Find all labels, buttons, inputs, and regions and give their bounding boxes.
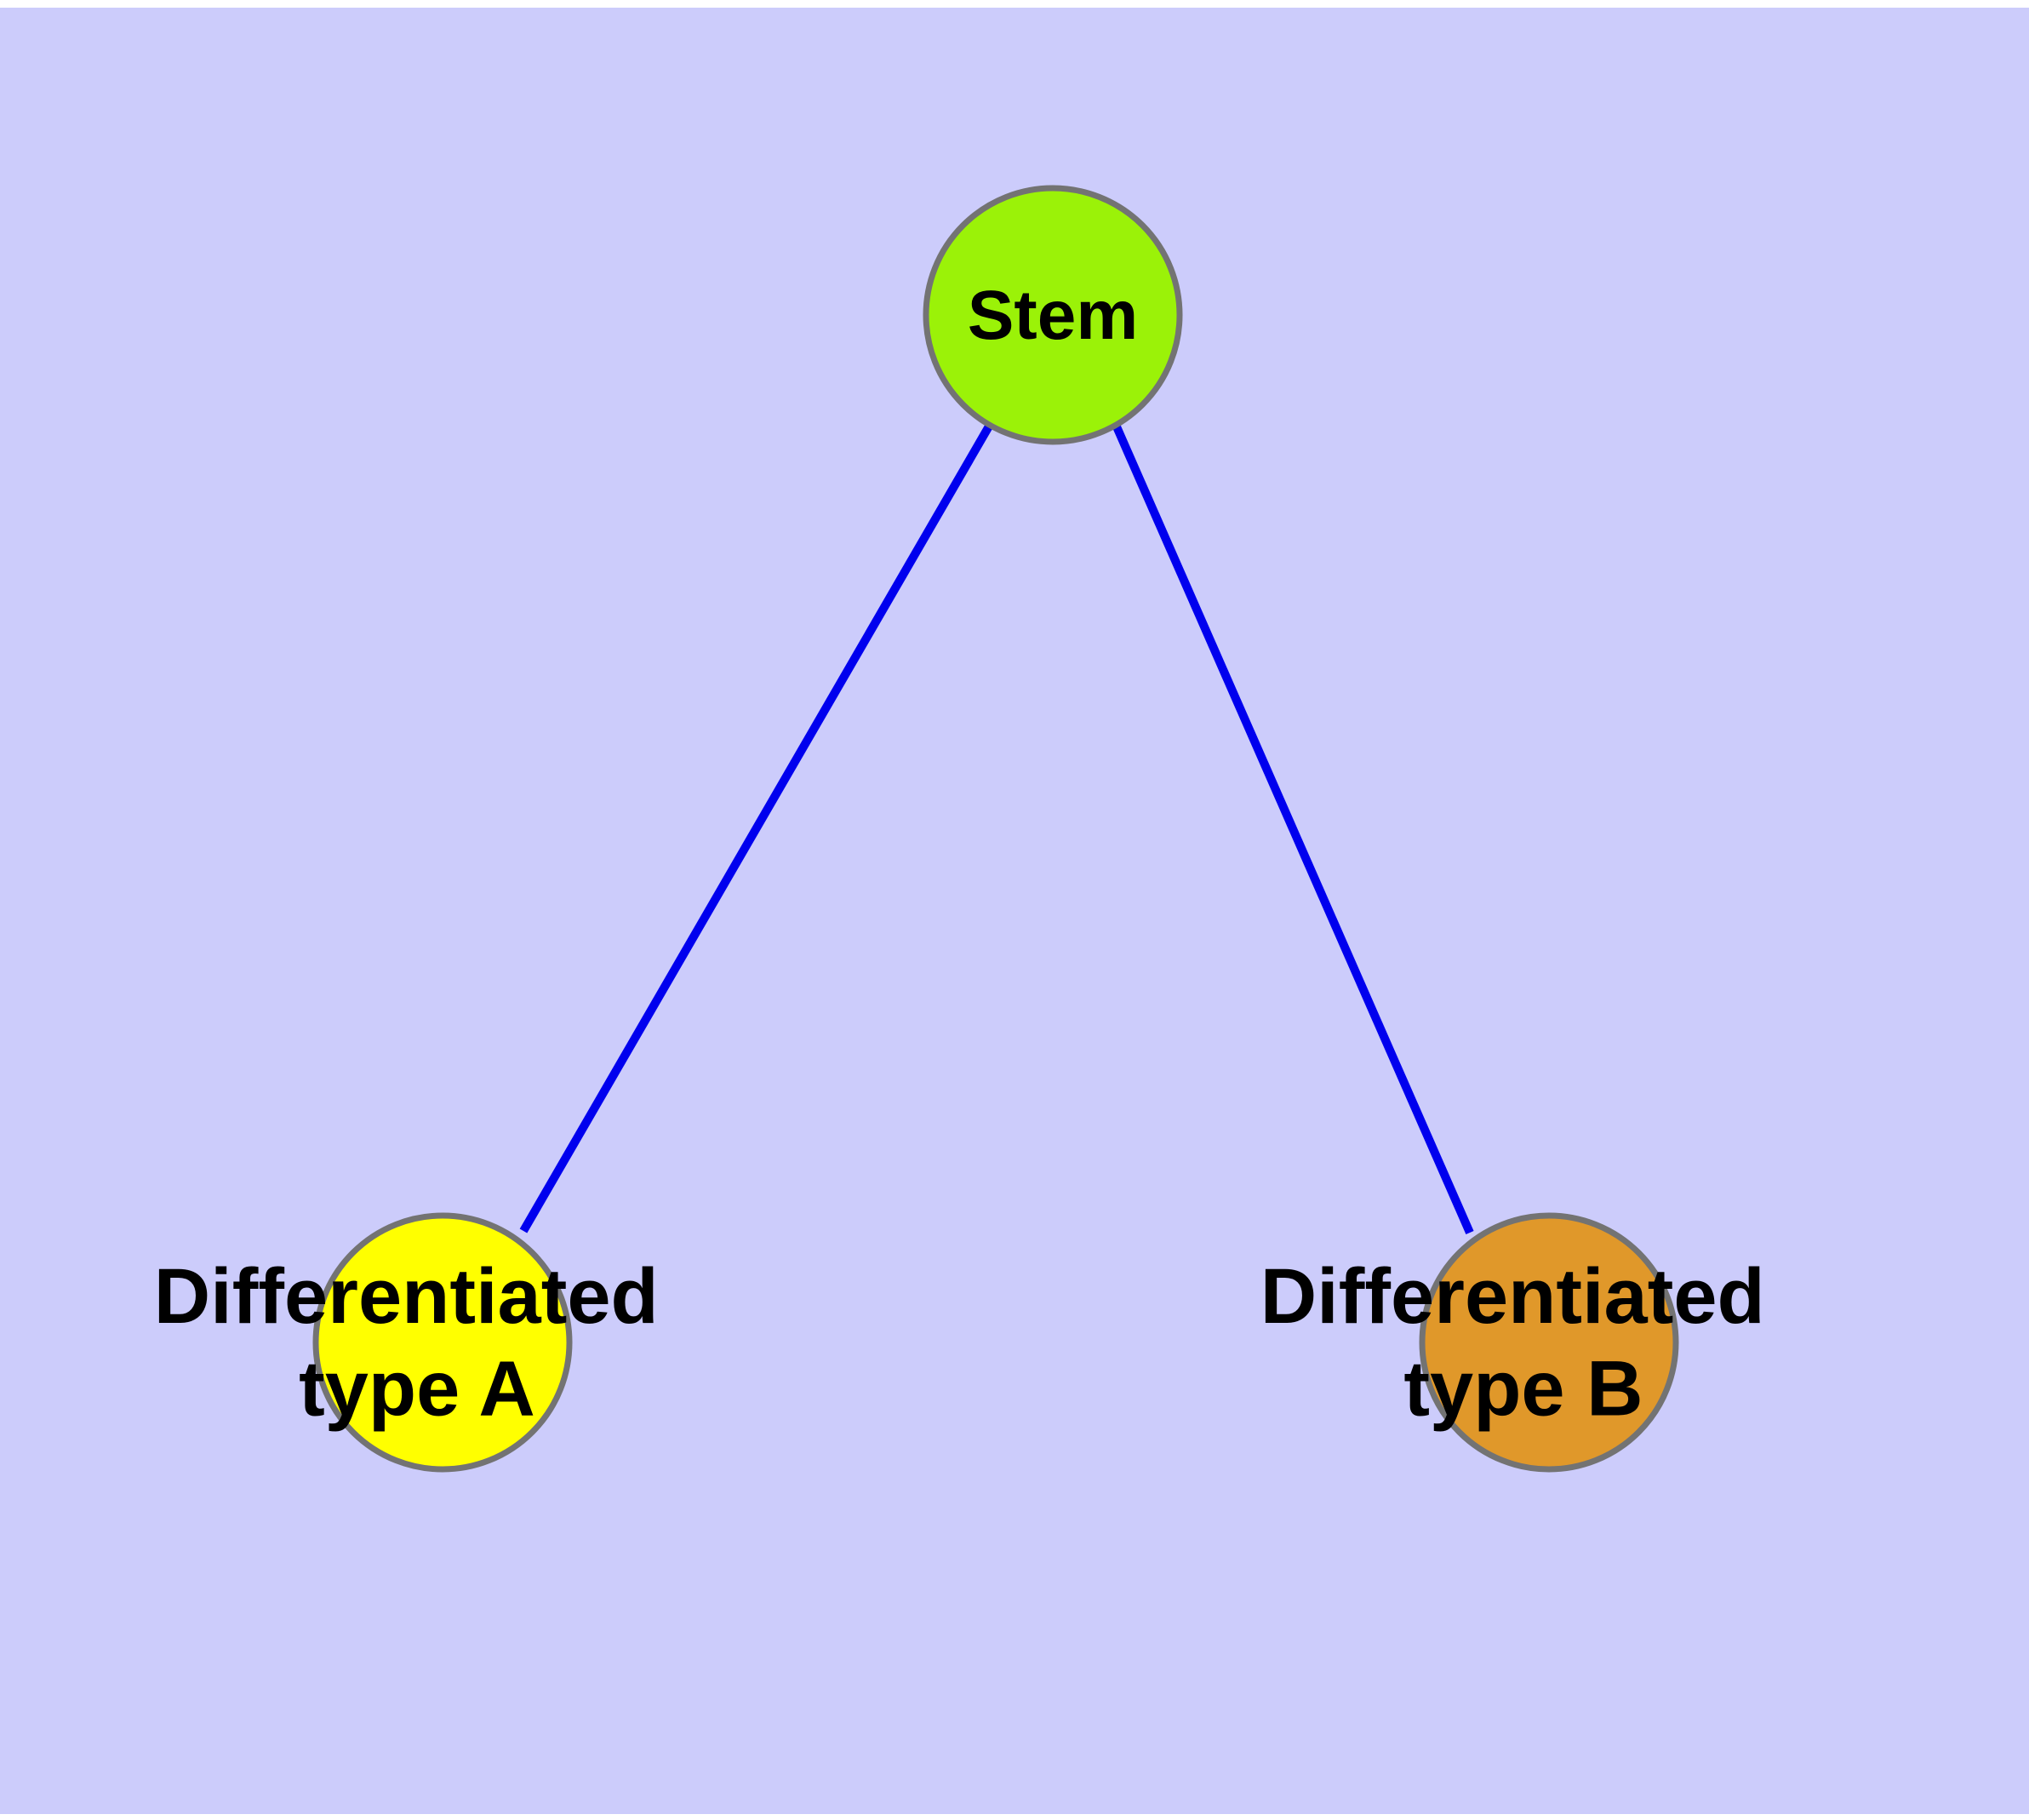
node-differentiated-type-b-label-line-2: type B <box>1403 1346 1643 1433</box>
node-differentiated-type-b-circle[interactable] <box>1419 1212 1679 1473</box>
edges-layer <box>519 422 1474 1235</box>
labels-layer: Stem Differentiated type A Differentiate… <box>154 277 1787 1433</box>
node-differentiated-type-b-label-line-1: Differentiated <box>1260 1253 1765 1340</box>
node-differentiated-type-a-label-line-1: Differentiated <box>154 1253 659 1340</box>
edge-stem-to-differentiated-type-a[interactable] <box>519 422 994 1233</box>
node-stem-circle[interactable] <box>923 185 1183 445</box>
node-differentiated-type-a-label: Differentiated type A <box>154 1253 681 1433</box>
node-stem-label-line-1: Stem <box>968 277 1139 354</box>
node-differentiated-type-a-label-line-2: type A <box>299 1346 535 1433</box>
node-differentiated-type-a-circle[interactable] <box>312 1212 573 1473</box>
nodes-layer <box>312 185 1679 1473</box>
node-differentiated-type-b-label: Differentiated type B <box>1260 1253 1787 1433</box>
node-differentiated-type-a[interactable] <box>312 1212 573 1473</box>
node-stem[interactable] <box>923 185 1183 445</box>
node-differentiated-type-b[interactable] <box>1419 1212 1679 1473</box>
node-stem-label: Stem <box>968 277 1139 354</box>
edge-stem-to-differentiated-type-b[interactable] <box>1112 422 1474 1235</box>
